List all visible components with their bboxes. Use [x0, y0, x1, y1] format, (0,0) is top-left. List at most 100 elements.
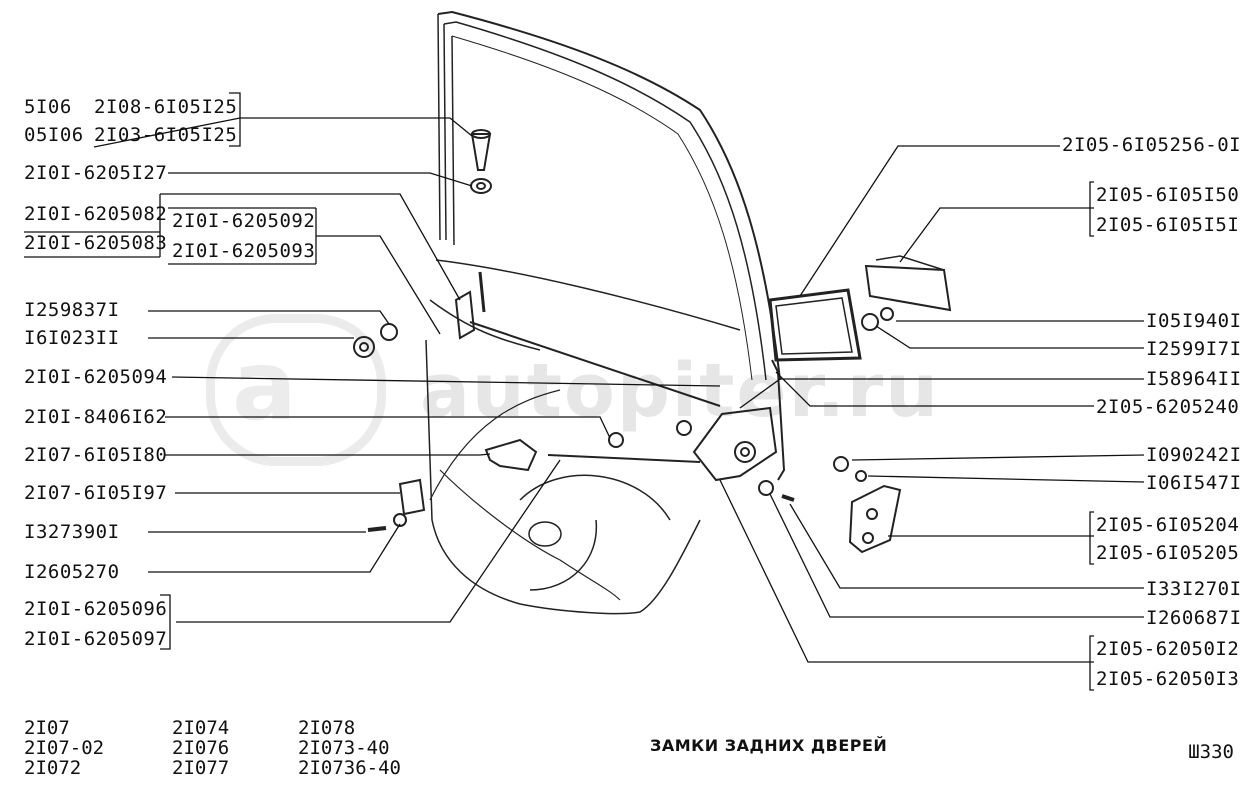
leader-washer-3: [875, 325, 1144, 349]
label-inner-handle: 2I07-6I05I80: [24, 444, 168, 466]
label-washer-5: I260687I: [1146, 607, 1242, 629]
model: 2I077: [172, 757, 230, 779]
leader-rod-1: [160, 193, 461, 301]
lock-rotor: [734, 441, 756, 463]
nut-right: [861, 313, 879, 331]
leader-clip: [739, 378, 1144, 409]
washer-right-2: [855, 470, 867, 482]
button-linkage: [454, 290, 476, 340]
label-lock-1: 2I05-62050I2: [1096, 638, 1240, 660]
leader-washer-2: [148, 523, 401, 573]
bolt-right: [833, 456, 849, 472]
door-frame-outer: [437, 10, 781, 381]
label-button: 2I05-6205240: [1096, 396, 1240, 418]
lock-body: [692, 406, 778, 482]
page-number: Ш330: [1188, 741, 1234, 763]
bracket-bolt: [229, 92, 241, 147]
model: 2I076: [172, 737, 230, 759]
label-bolt-2: I090242I: [1146, 444, 1242, 466]
leader-handle: [899, 207, 1094, 263]
label-washer-2: I2605270: [24, 561, 120, 583]
leader-screw-2: [789, 503, 1144, 589]
label-lock-2: 2I05-62050I3: [1096, 668, 1240, 690]
washer-right: [880, 307, 894, 321]
bracket-rod-left: [24, 194, 161, 258]
label-rod-6: 2I0I-8406I62: [24, 406, 168, 428]
nut-small: [380, 323, 398, 341]
nut-cap: [353, 336, 375, 358]
label-nut-cap: I6I023II: [24, 327, 120, 349]
bracket-handle: [1089, 181, 1094, 237]
leader-button: [775, 371, 1094, 407]
model: 2I074: [172, 717, 230, 739]
leader-washer-5: [769, 493, 1144, 618]
inner-handle: [484, 438, 538, 472]
models-col-1: 2I07 2I07-02 2I072: [24, 718, 104, 778]
panel-hole: [528, 521, 562, 547]
rod-diagonal: [429, 389, 561, 501]
label-striker-2: 2I05-6I05205: [1096, 542, 1240, 564]
label-washer-4: I06I547I: [1146, 472, 1242, 494]
label-rod-8: 2I0I-6205097: [24, 628, 168, 650]
model: 2I072: [24, 757, 82, 779]
trim-bezel: [398, 478, 426, 516]
leader-washer-4: [867, 475, 1145, 483]
label-handle-2: 2I05-6I05I5I: [1096, 214, 1240, 236]
washer-top: [470, 178, 492, 194]
diagram-title: ЗАМКИ ЗАДНИХ ДВЕРЕЙ: [650, 736, 888, 755]
leader-bolt-2: [851, 454, 1145, 461]
label-rod-1: 2I0I-6205082: [24, 203, 168, 225]
lock-lever: [771, 359, 786, 481]
watermark-logo-ring: [206, 314, 386, 466]
label-rod-3: 2I0I-6205092: [172, 210, 316, 232]
label-handle-1: 2I05-6I05I50: [1096, 184, 1240, 206]
leader-rod-6: [165, 416, 611, 439]
leader-lock: [719, 479, 1094, 663]
leader-inner-handle: [165, 453, 491, 456]
bracket-striker: [1089, 511, 1094, 565]
gasket: [768, 288, 862, 362]
model: 2I07-02: [24, 737, 105, 759]
leader-nut-small: [148, 310, 390, 325]
screw-lock: [781, 494, 795, 502]
label-clip: I58964II: [1146, 368, 1242, 390]
strike-bolt-b: [93, 117, 241, 148]
label-nut-1: I05I940I: [1146, 310, 1242, 332]
rod-lower: [547, 454, 701, 463]
striker: [848, 484, 902, 554]
leader-rod-3: [316, 235, 441, 335]
label-trim: 2I07-6I05I97: [24, 482, 168, 504]
label-screw: I327390I: [24, 521, 120, 543]
bolt-top: [470, 133, 492, 171]
door-frame-inner: [443, 21, 767, 381]
label-bolt-b1: 05I06: [24, 124, 84, 146]
leader-rod-7: [176, 459, 561, 623]
label-striker-1: 2I05-6I05204: [1096, 514, 1240, 536]
door-pillar-left: [437, 13, 455, 246]
label-washer-3: I2599I7I: [1146, 338, 1242, 360]
rod-upper: [469, 321, 721, 407]
clip: [608, 432, 624, 448]
models-col-2: 2I074 2I076 2I077: [172, 718, 229, 778]
label-bolt-b2: 2I03-6I05I25: [94, 124, 238, 146]
label-washer: 2I0I-6205I27: [24, 162, 168, 184]
label-bolt-a2: 2I08-6I05I25: [94, 96, 238, 118]
outer-handle: [864, 264, 952, 312]
model: 2I078: [298, 717, 356, 739]
bracket-rod-7: [160, 594, 171, 650]
label-rod-7: 2I0I-6205096: [24, 598, 168, 620]
door-frame-seal: [451, 35, 753, 381]
model: 2I07: [24, 717, 70, 739]
label-rod-5: 2I0I-6205094: [24, 366, 168, 388]
leader-washer: [168, 172, 473, 187]
bushing: [676, 420, 692, 436]
door-panel-bottom: [439, 469, 621, 601]
label-rod-4: 2I0I-6205093: [172, 240, 316, 262]
watermark-logo-letter: a: [232, 330, 297, 442]
door-panel: [425, 259, 741, 615]
screw-left: [367, 526, 387, 532]
wheel-arch: [519, 474, 671, 591]
bracket-lock: [1089, 635, 1094, 691]
